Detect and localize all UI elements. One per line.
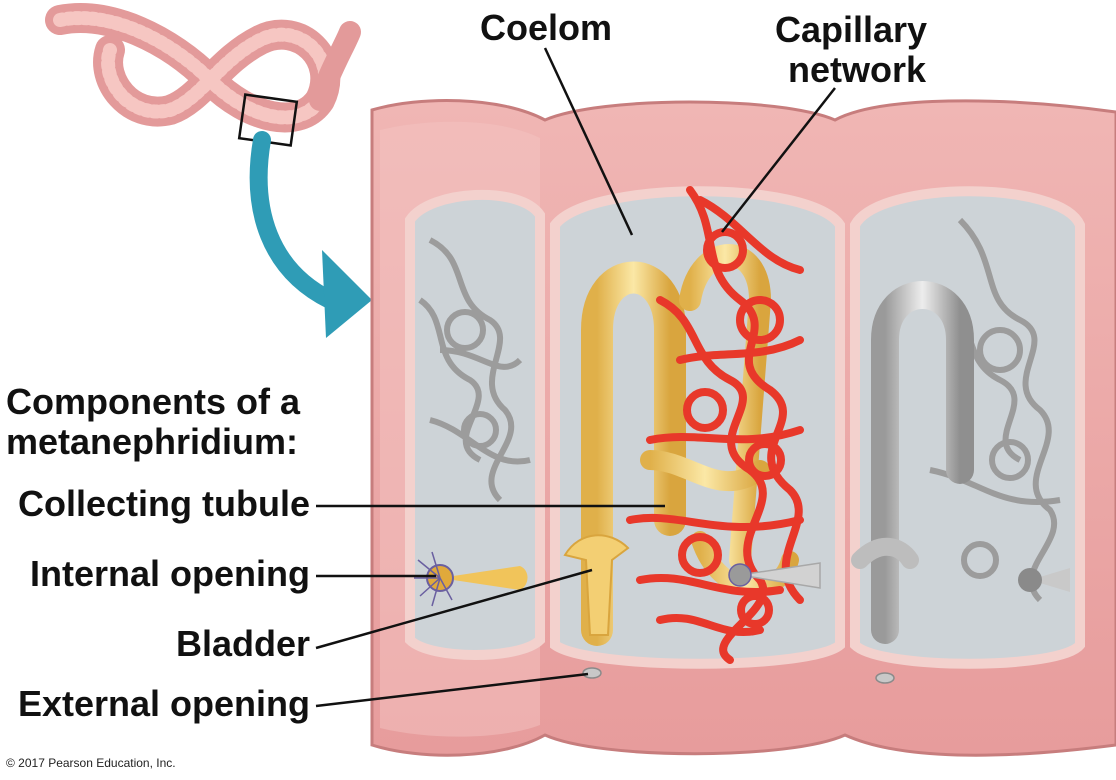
components-heading-line1: Components of a (6, 381, 300, 422)
components-heading-line2: metanephridium: (6, 421, 299, 462)
zoom-arrow (249, 131, 372, 338)
bladder-label: Bladder (175, 623, 310, 664)
external-opening-pore (582, 667, 602, 679)
capillary-network-label-line2: network (788, 49, 927, 90)
gray-funnel-right (1018, 568, 1070, 592)
gray-tubule-right (851, 281, 974, 644)
bladder-leader (315, 568, 593, 650)
capillary-network-label-line1: Capillary (775, 9, 928, 50)
collecting-tubule-label: Collecting tubule (18, 483, 310, 524)
bladder (563, 534, 630, 636)
coelom-leader (543, 47, 634, 236)
internal-opening-label: Internal opening (29, 553, 310, 594)
gray-capillary-network-left (418, 237, 531, 503)
earthworm-illustration (45, 3, 361, 133)
coelom-label: Coelom (480, 7, 613, 48)
capillary-leader (721, 87, 836, 233)
external-opening-label: External opening (17, 683, 310, 724)
external-opening-leader (315, 672, 589, 708)
leader-lines (315, 47, 836, 708)
capillary-network (626, 186, 804, 664)
nephrostome-center (728, 562, 821, 589)
external-opening-pore-right (875, 672, 895, 684)
copyright-notice: © 2017 Pearson Education, Inc. (6, 756, 176, 770)
nephrostome-left (414, 551, 528, 607)
